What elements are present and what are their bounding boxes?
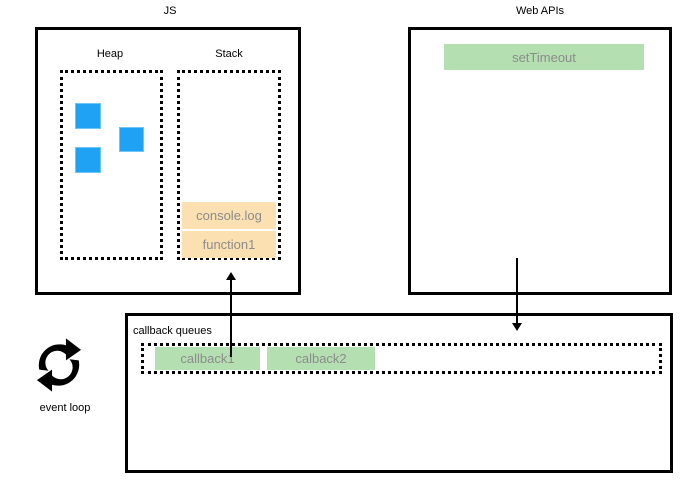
stack-frame-console-log: console.log — [182, 202, 276, 229]
callback-queue-region — [141, 343, 662, 374]
callback-queues-panel — [125, 313, 673, 473]
web-api-set-timeout: setTimeout — [444, 44, 644, 70]
event-loop-group: event loop — [20, 336, 110, 426]
queue-item-calback2: calback2 — [267, 347, 375, 370]
callback-queues-label: callback queues — [133, 325, 212, 337]
stack-label: Stack — [215, 48, 243, 60]
webapis-to-queue-arrow-line — [516, 258, 518, 326]
stack-region — [177, 70, 281, 260]
web-apis-caption: Web APIs — [515, 5, 565, 17]
js-panel-caption: JS — [163, 5, 177, 17]
stack-frame-function1: function1 — [182, 231, 276, 258]
web-apis-panel — [408, 27, 672, 295]
heap-label: Heap — [96, 48, 124, 60]
queue-to-stack-arrow-line — [230, 278, 232, 357]
webapis-to-queue-arrow-head — [512, 323, 522, 331]
heap-object — [75, 147, 101, 173]
event-loop-caption: event loop — [39, 402, 91, 414]
heap-object — [75, 103, 101, 129]
queue-item-callback1: callback1 — [155, 347, 260, 370]
heap-region — [60, 70, 163, 260]
heap-object — [119, 127, 144, 152]
queue-to-stack-arrow-head — [226, 272, 236, 280]
circular-arrows-icon — [36, 338, 82, 392]
